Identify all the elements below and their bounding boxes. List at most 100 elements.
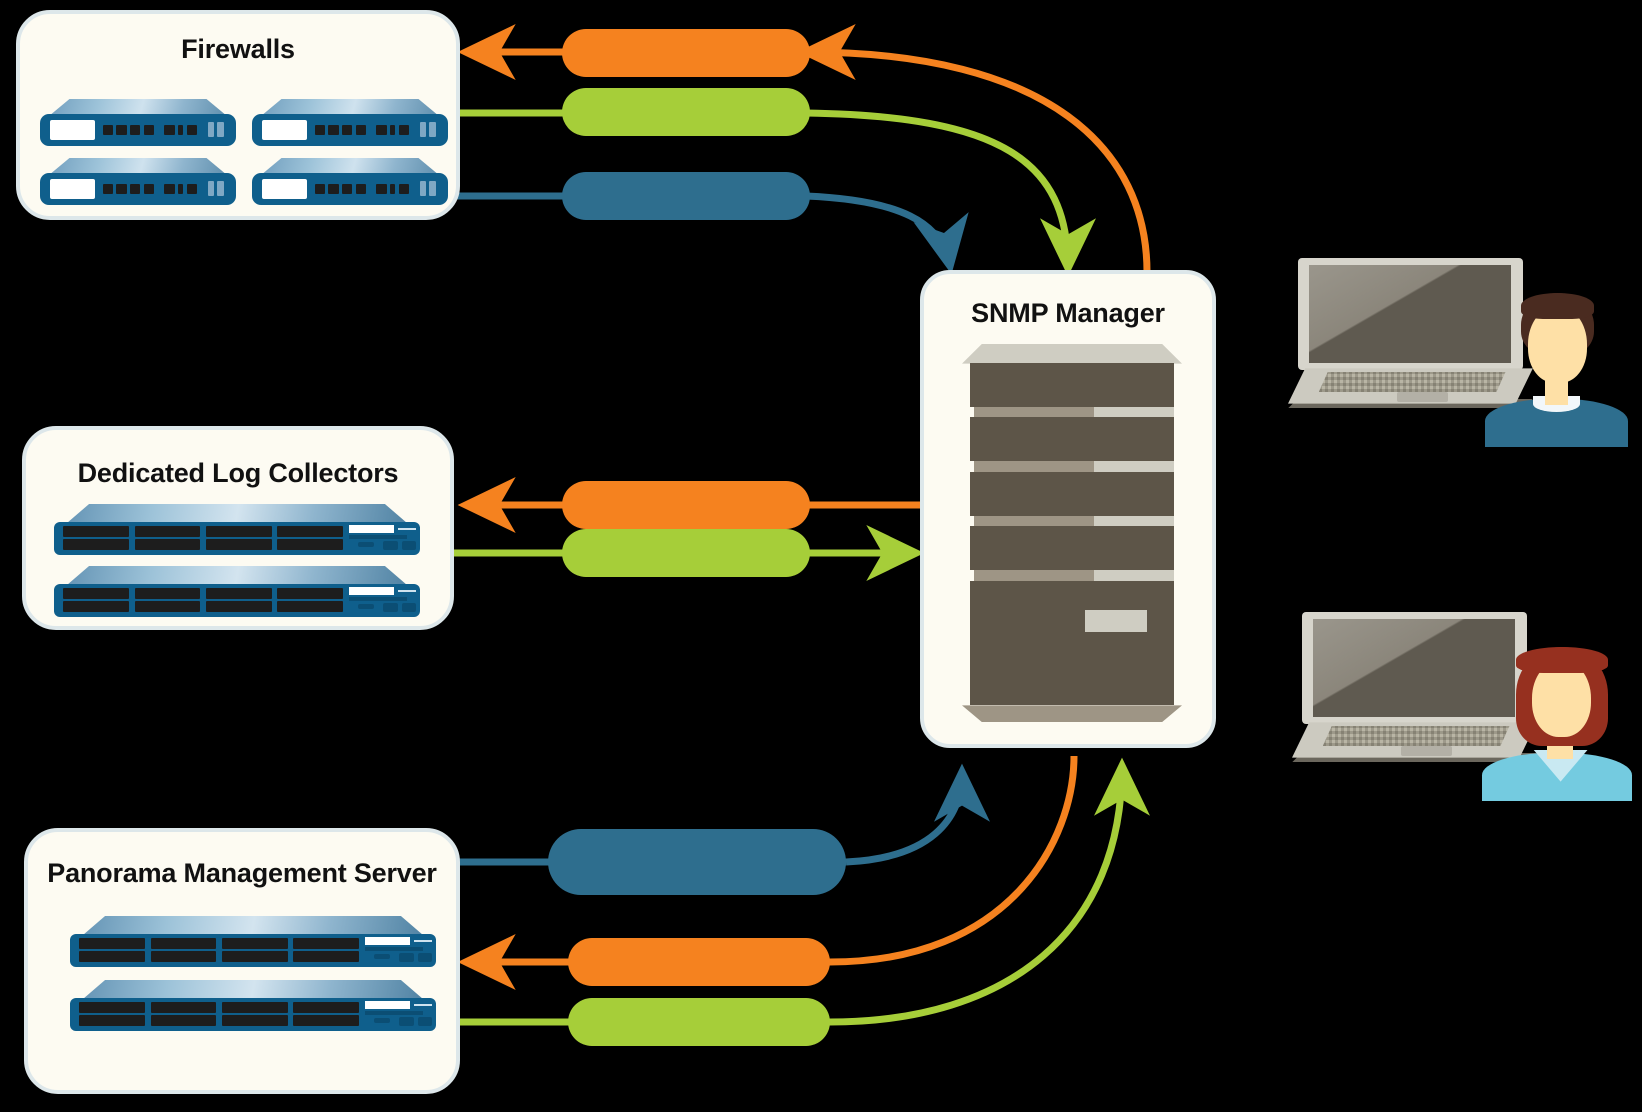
appliance-top [80, 916, 425, 937]
appliance-slot [221, 937, 288, 949]
appliance-slot [205, 587, 272, 599]
appliance-slot [293, 1014, 360, 1027]
appliance-body [70, 997, 436, 1031]
group-card-log-collectors[interactable]: Dedicated Log Collectors [22, 426, 454, 630]
appliance-display [261, 119, 307, 140]
laptop-trackpad [1400, 746, 1452, 756]
appliance-port [164, 124, 175, 136]
firewall-appliance [252, 158, 448, 208]
appliance-led [217, 181, 224, 197]
tower-base [962, 705, 1182, 722]
appliance-led [207, 122, 214, 138]
appliance-port [328, 124, 339, 136]
appliance-bar [398, 528, 417, 531]
firewall-appliance [40, 158, 236, 208]
appliance-port [143, 183, 155, 195]
workstation-bottom[interactable] [1292, 612, 1632, 801]
appliance-port [376, 124, 387, 136]
appliance-port [355, 124, 367, 136]
appliance-slot [150, 937, 217, 949]
appliance-body [40, 173, 236, 205]
appliance-top [47, 158, 229, 176]
appliance-port [178, 183, 183, 195]
workstation-top[interactable] [1288, 258, 1628, 447]
connection-fw-traps [457, 24, 1151, 273]
laptop-icon [1298, 258, 1523, 370]
pill-lc-green[interactable] [562, 529, 810, 577]
tower-slab [969, 362, 1175, 407]
log-collector-appliance [54, 504, 420, 556]
appliance-bar [414, 940, 433, 943]
appliance-slot [221, 1001, 288, 1013]
appliance-port [383, 540, 399, 550]
appliance-port [401, 602, 417, 612]
appliance-port [143, 124, 155, 136]
appliance-display [364, 936, 411, 945]
laptop-shadow [1292, 752, 1537, 763]
appliance-port [178, 124, 183, 136]
appliance-display [348, 586, 395, 595]
pill-fw-orange[interactable] [562, 29, 810, 77]
appliance-slot [134, 525, 201, 537]
appliance-bar [398, 590, 417, 593]
appliance-port [314, 183, 325, 195]
appliance-display [261, 178, 307, 199]
appliance-led [429, 181, 436, 197]
appliance-port [130, 124, 141, 136]
appliance-button [357, 542, 375, 547]
pill-pan-green[interactable] [568, 998, 830, 1046]
appliance-button [357, 604, 375, 609]
pill-fw-blue[interactable] [562, 172, 810, 220]
pill-pan-blue[interactable] [548, 829, 846, 895]
laptop-keyboard [1322, 725, 1510, 747]
appliance-top [259, 99, 441, 117]
appliance-button [373, 954, 391, 959]
appliance-bar [414, 1004, 433, 1007]
pill-fw-green[interactable] [562, 88, 810, 136]
appliance-port [187, 183, 198, 195]
appliance-port [102, 183, 113, 195]
appliance-port [355, 183, 367, 195]
appliance-button [373, 1018, 391, 1023]
appliance-body [70, 933, 436, 967]
tower-slab [969, 471, 1175, 516]
appliance-port [187, 124, 198, 136]
appliance-slot [293, 937, 360, 949]
appliance-led [207, 181, 214, 197]
group-card-panorama[interactable]: Panorama Management Server [24, 828, 460, 1094]
appliance-port [116, 183, 127, 195]
appliance-vents [364, 946, 424, 951]
appliance-top [64, 566, 409, 587]
group-card-firewalls[interactable]: Firewalls [16, 10, 460, 220]
appliance-slot [221, 950, 288, 963]
snmp-manager-card[interactable]: SNMP Manager [920, 270, 1216, 748]
appliance-slot [293, 1001, 360, 1013]
appliance-port [116, 124, 127, 136]
appliance-slot [134, 600, 201, 613]
tower-badge [1085, 610, 1147, 632]
laptop-shadow [1288, 398, 1533, 409]
person-neck [1544, 376, 1569, 406]
person-fringe [1516, 647, 1609, 673]
group-title-firewalls: Firewalls [181, 34, 295, 64]
appliance-display [49, 178, 95, 199]
appliance-port [342, 183, 353, 195]
tower-rail [974, 515, 1175, 527]
appliance-body [40, 114, 236, 146]
group-title-log-collectors: Dedicated Log Collectors [77, 458, 399, 488]
laptop-keyboard [1318, 371, 1506, 393]
appliance-body [54, 583, 420, 617]
appliance-slot [150, 1014, 217, 1027]
log-collector-appliance [54, 566, 420, 618]
appliance-port [417, 952, 433, 962]
tower-slab [969, 580, 1175, 706]
appliance-led [429, 122, 436, 138]
pill-pan-orange[interactable] [568, 938, 830, 986]
appliance-led [217, 122, 224, 138]
appliance-top [47, 99, 229, 117]
pill-lc-orange[interactable] [562, 481, 810, 529]
tower-rail [974, 570, 1175, 582]
appliance-port [314, 124, 325, 136]
firewall-appliance [40, 99, 236, 149]
